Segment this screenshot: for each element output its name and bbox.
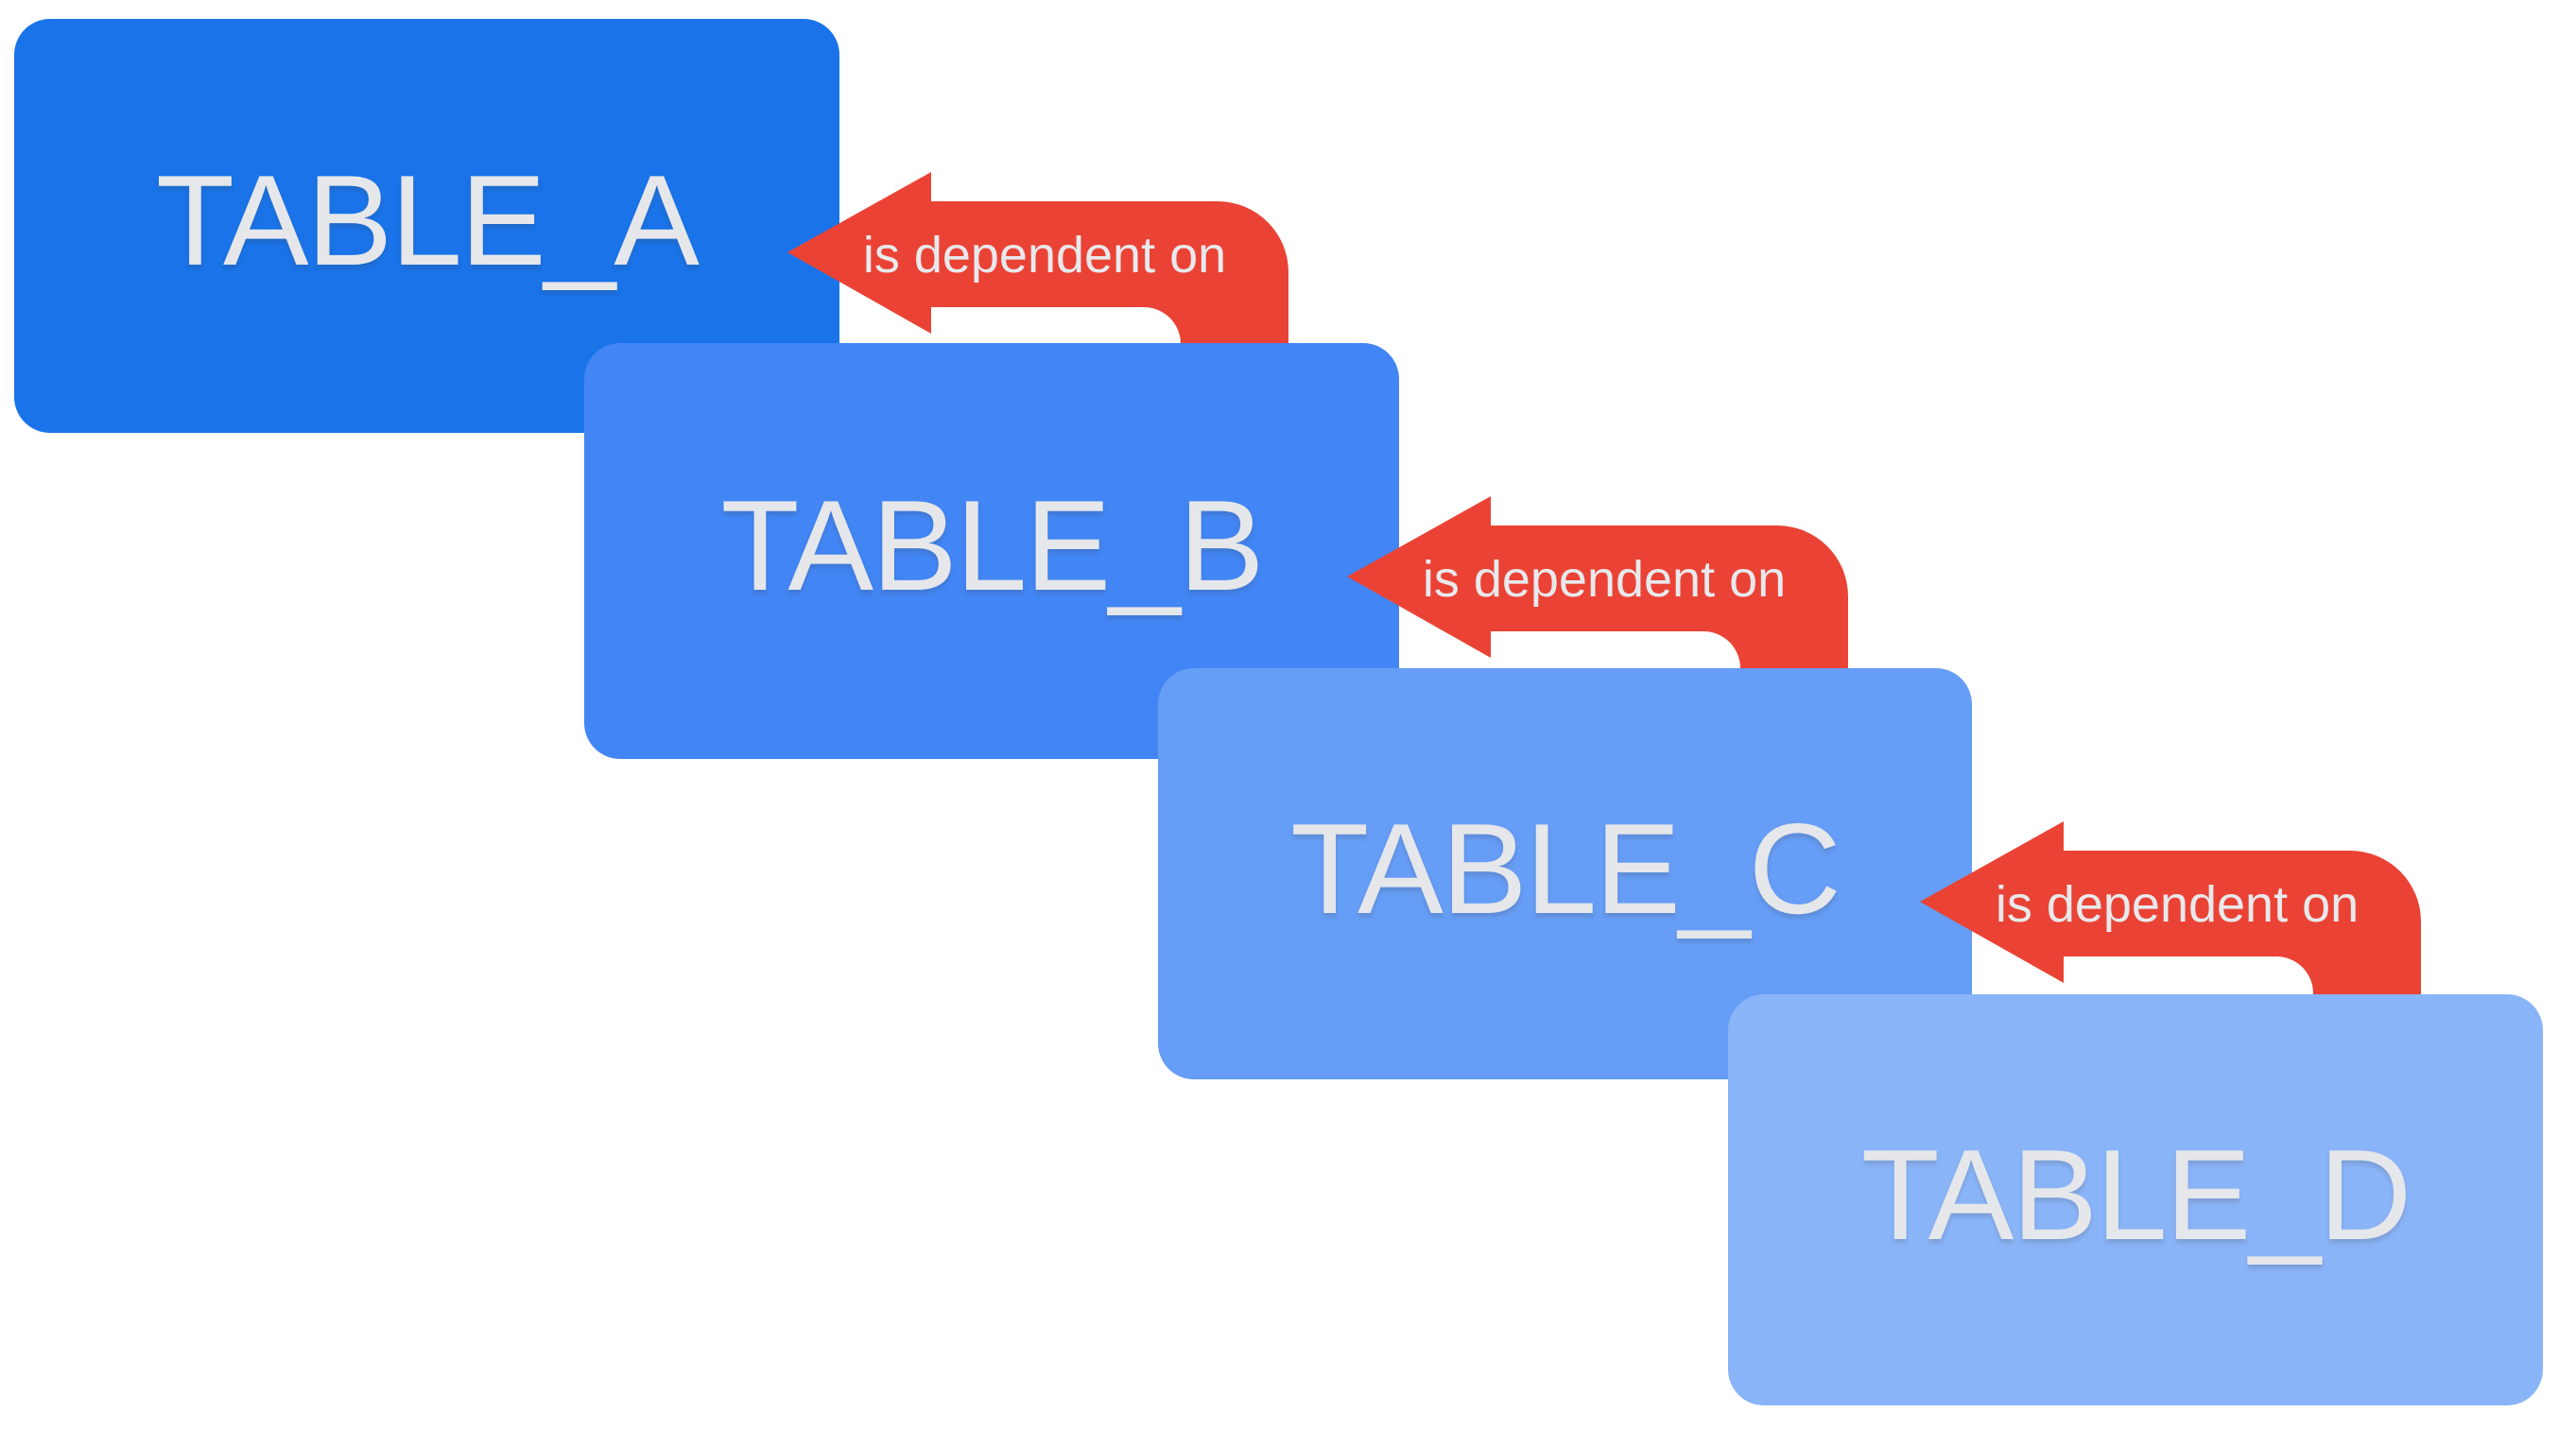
dependency-arrow-d-to-c: is dependent on xyxy=(1920,821,2421,1015)
dependency-arrow-label: is dependent on xyxy=(863,227,1226,284)
table-node-b-label: TABLE_B xyxy=(720,474,1264,617)
table-node-d: TABLE_D xyxy=(1728,994,2543,1405)
dependency-arrow-c-to-b: is dependent on xyxy=(1347,496,1848,690)
left-arrow-shape xyxy=(787,172,1288,366)
table-node-c-label: TABLE_C xyxy=(1290,796,1841,940)
table-node-a: TABLE_A xyxy=(14,19,839,433)
dependency-arrow-label: is dependent on xyxy=(1996,876,2359,933)
left-arrow-shape xyxy=(1347,496,1848,690)
dependency-arrow-label: is dependent on xyxy=(1423,551,1786,608)
table-node-a-label: TABLE_A xyxy=(155,148,700,292)
table-node-d-label: TABLE_D xyxy=(1860,1122,2412,1266)
dependency-arrow-b-to-a: is dependent on xyxy=(787,172,1288,366)
left-arrow-shape xyxy=(1920,821,2421,1015)
